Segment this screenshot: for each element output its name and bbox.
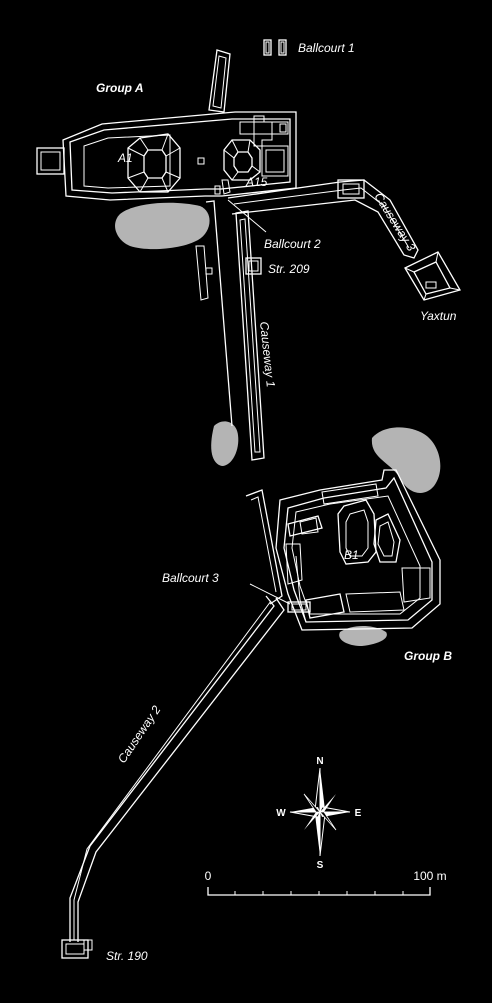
leader-lines (227, 199, 267, 233)
causeway-2 (69, 489, 285, 942)
group-a-structures (36, 49, 297, 201)
label-group-b: Group B (404, 649, 452, 663)
label-group-a: Group A (96, 81, 144, 95)
patch-south-b (339, 626, 387, 646)
str-190-structure (61, 939, 93, 959)
label-a1: A1 (117, 151, 133, 165)
ballcourt-1-structures (263, 39, 287, 56)
gray-patches (115, 202, 441, 646)
yaxtun-structure (404, 251, 461, 301)
label-a15: A15 (245, 175, 268, 189)
label-causeway-1: Causeway 1 (257, 321, 278, 388)
label-ballcourt-3: Ballcourt 3 (162, 571, 219, 585)
patch-mid (211, 421, 239, 466)
label-yaxtun: Yaxtun (420, 309, 457, 323)
scale-min-label: 0 (205, 869, 212, 883)
compass-e: E (355, 808, 362, 819)
ballcourt-3-structure (249, 583, 311, 613)
label-ballcourt-2: Ballcourt 2 (264, 237, 321, 251)
scale-bar: 0 100 m (205, 869, 447, 896)
label-str-190: Str. 190 (106, 949, 148, 963)
label-str-209: Str. 209 (268, 262, 310, 276)
label-b1: B1 (344, 548, 359, 562)
causeway-3 (227, 179, 419, 259)
group-b-structures (275, 469, 441, 631)
label-ballcourt-1: Ballcourt 1 (298, 41, 355, 55)
patch-north (115, 202, 210, 250)
compass-n: N (316, 756, 323, 767)
compass-s: S (317, 860, 324, 871)
causeway-1 (195, 200, 265, 461)
north-arrow-icon: N S E W (276, 756, 361, 871)
scale-max-label: 100 m (413, 869, 446, 883)
patch-northeast-b (371, 427, 441, 493)
compass-w: W (276, 808, 286, 819)
